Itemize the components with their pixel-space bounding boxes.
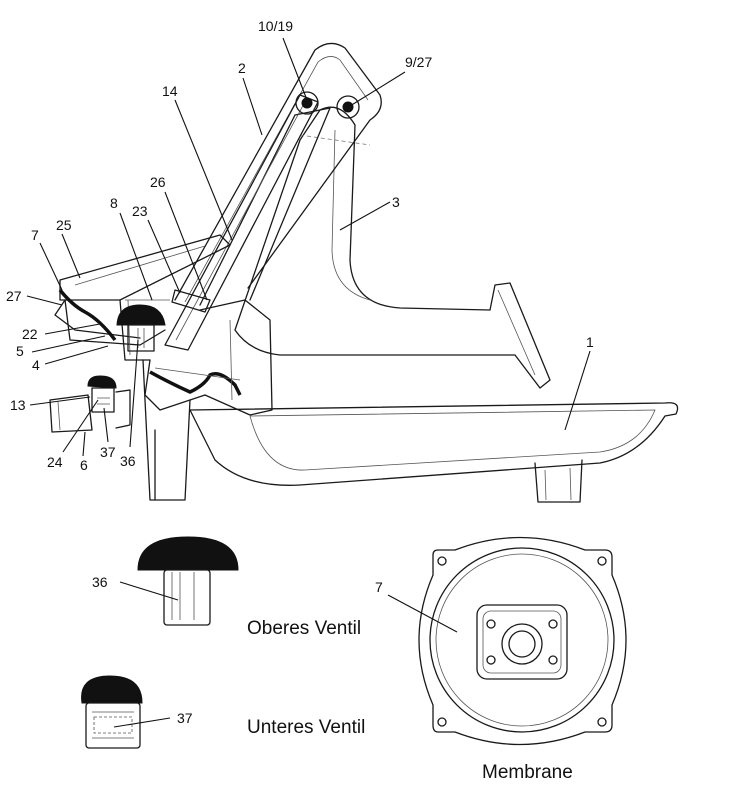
detail-label-36: 36 [92,574,108,590]
label-13: 13 [10,397,26,413]
detail-label-37: 37 [177,710,193,726]
label-1: 1 [586,334,594,350]
detail-upper-valve: 36 Oberes Ventil [92,536,361,639]
detail-lower-valve: 37 Unteres Ventil [81,675,365,749]
label-26: 26 [150,174,166,190]
detail-membrane: 7 Membrane [375,536,627,783]
caption-membrane: Membrane [482,762,573,783]
label-24: 24 [47,454,63,470]
label-5: 5 [16,343,24,359]
valve-37-assembly [49,375,131,433]
detail-label-7: 7 [375,579,383,595]
label-3: 3 [392,194,400,210]
pivot-10-19 [295,91,319,115]
frame-part-3 [234,106,551,389]
label-25: 25 [56,217,72,233]
label-10-19: 10/19 [258,18,293,34]
base-tray [142,359,679,503]
label-37: 37 [100,444,116,460]
valve-36-assembly [116,304,166,352]
label-27: 27 [6,288,22,304]
caption-lower-valve: Unteres Ventil [247,717,365,738]
label-14: 14 [162,83,178,99]
label-7: 7 [31,227,39,243]
label-6: 6 [80,457,88,473]
label-9-27: 9/27 [405,54,432,70]
label-4: 4 [32,357,40,373]
label-23: 23 [132,203,148,219]
pump-housing [54,234,273,416]
label-22: 22 [22,326,38,342]
label-2: 2 [238,60,246,76]
part-labels: 10/19 9/27 2 14 26 3 8 23 25 7 27 22 5 4… [6,18,594,473]
pivot-9-27 [336,95,360,119]
caption-upper-valve: Oberes Ventil [247,618,361,639]
label-8: 8 [110,195,118,211]
leader-lines [26,37,591,457]
label-36: 36 [120,453,136,469]
